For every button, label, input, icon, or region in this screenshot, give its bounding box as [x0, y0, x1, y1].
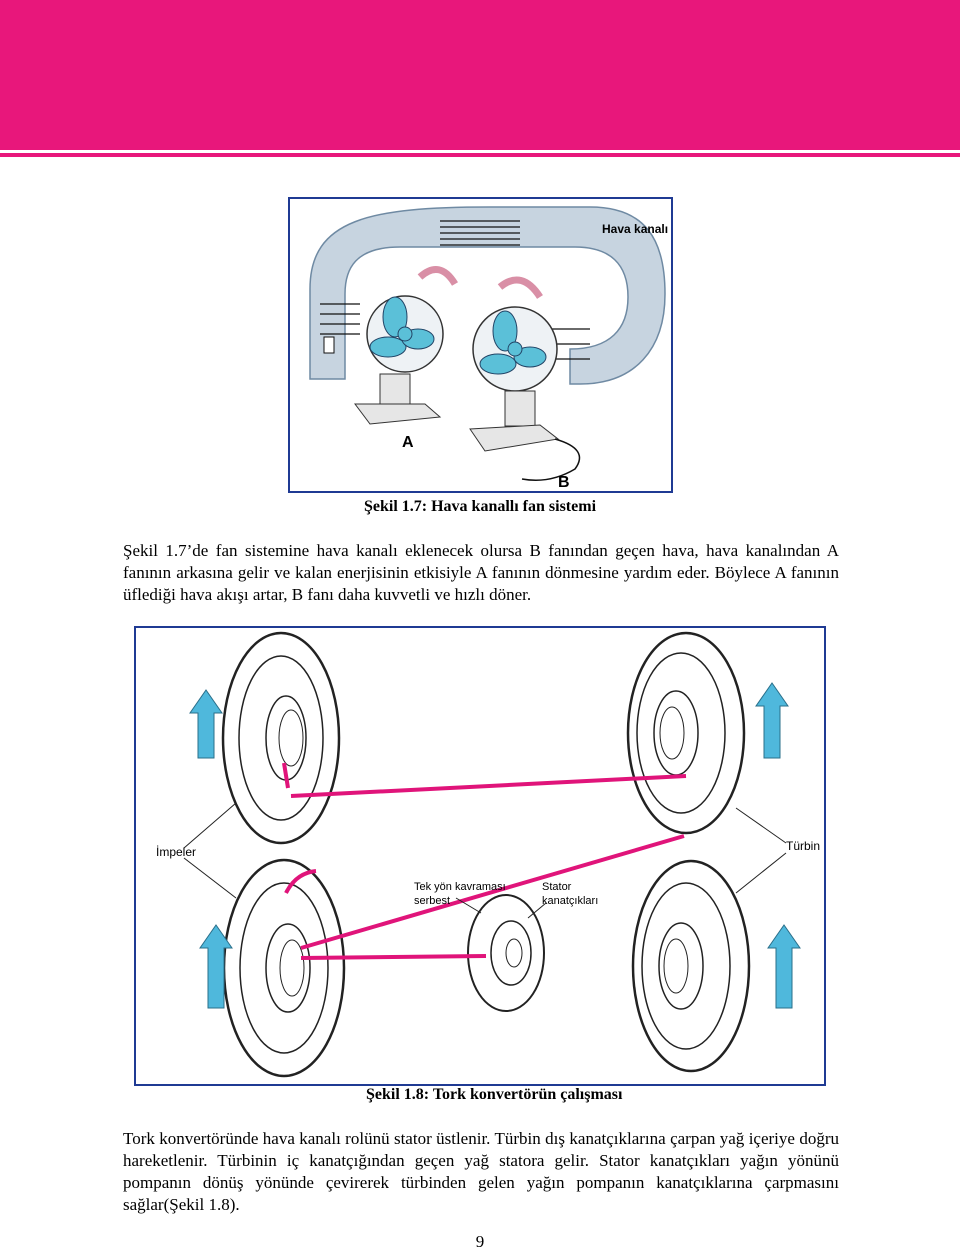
label-impeller: İmpeler [156, 845, 196, 859]
label-stator: Stator [542, 881, 572, 893]
fan-system-illustration: Hava kanalı A B [309, 206, 668, 491]
flow-arrows-blue [189, 682, 801, 1009]
header-band [0, 0, 960, 150]
label-fan-b: B [558, 474, 570, 491]
torque-converter-illustration: İmpeler Türbin Tek yön kavraması serbest… [156, 631, 820, 1078]
stator [467, 894, 545, 1012]
header-divider [0, 153, 960, 157]
power-cord [521, 438, 581, 481]
fan-a [354, 295, 444, 425]
figure-torque-converter: İmpeler Türbin Tek yön kavraması serbest… [134, 626, 826, 1086]
paragraph-1: Şekil 1.7’de fan sistemine hava kanalı e… [123, 541, 839, 604]
impeller-bottom [222, 858, 346, 1078]
page-number: 9 [475, 1232, 485, 1251]
rotation-arrow-a [417, 266, 459, 286]
impeller-top [221, 631, 341, 845]
label-clutch-free: serbest [414, 895, 450, 907]
turbine-bottom [631, 859, 751, 1073]
label-hava-kanali: Hava kanalı [602, 222, 668, 236]
rotation-arrow-b [497, 276, 543, 300]
label-turbine: Türbin [786, 839, 820, 853]
leader-lines [183, 802, 787, 919]
figure1-caption: Şekil 1.7: Hava kanallı fan sistemi [363, 498, 597, 515]
air-duct [309, 206, 666, 385]
figure-fan-system: Hava kanalı A B [288, 197, 673, 493]
wall-outlet [323, 336, 335, 354]
label-one-way-clutch: Tek yön kavraması [414, 881, 506, 893]
figure2-caption: Şekil 1.8: Tork konvertörün çalışması [366, 1086, 623, 1103]
fan-b [469, 306, 560, 452]
paragraph-2: Tork konvertöründe hava kanalı rolünü st… [123, 1129, 839, 1214]
label-stator-blades: kanatçıkları [542, 895, 598, 907]
turbine-top [626, 631, 746, 835]
label-fan-a: A [402, 434, 414, 451]
flow-arrows-pink [282, 762, 687, 960]
